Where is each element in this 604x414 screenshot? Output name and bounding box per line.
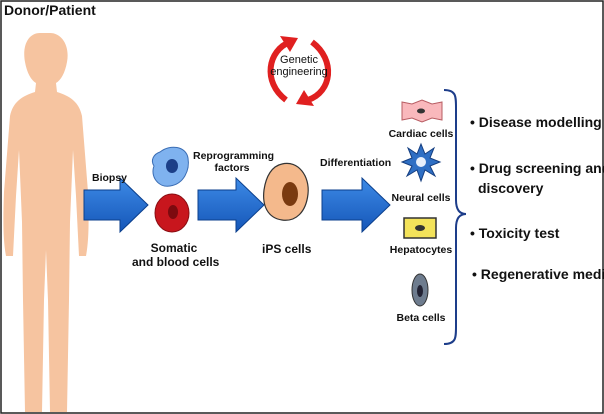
somatic-cells-line1: Somatic (150, 241, 198, 255)
application-regenerative-medicine: • Regenerative medicine (472, 266, 604, 282)
genetic-engineering-label: Genetic engineering (270, 54, 328, 78)
somatic-cells-line2: and blood cells (132, 255, 220, 269)
somatic-cells-label: Somatic and blood cells (132, 241, 220, 269)
biopsy-arrow (83, 176, 149, 234)
ips-cells-label: iPS cells (262, 242, 312, 256)
cycle-arrow-left (267, 39, 292, 103)
neural-cells-label: Neural cells (391, 192, 451, 204)
ips-cell-nucleus (282, 182, 298, 206)
application-discovery: discovery (478, 180, 544, 196)
differentiation-arrow (321, 176, 391, 234)
hepatocyte-nucleus (415, 225, 425, 231)
reprogramming-label: Reprogramming factors (193, 150, 275, 174)
reprogramming-label-line2: factors (214, 162, 250, 174)
donor-silhouette (3, 33, 89, 412)
cycle-arrowhead-right (296, 90, 314, 106)
beta-cells-label: Beta cells (396, 312, 446, 324)
neural-cell-center (416, 157, 426, 167)
beta-cell-nucleus (417, 285, 423, 297)
genetic-engineering-line2: engineering (270, 66, 328, 78)
somatic-cell-nucleus (166, 159, 178, 173)
reprogramming-label-line1: Reprogramming (193, 150, 275, 162)
blood-cell-center (168, 205, 178, 219)
differentiation-label: Differentiation (320, 157, 392, 169)
cycle-arrow-right (306, 39, 331, 103)
donor-patient-title: Donor/Patient (4, 2, 96, 18)
cycle-arrowhead-left (280, 36, 298, 52)
biopsy-label: Biopsy (92, 172, 128, 184)
application-drug-screening: • Drug screening and (470, 160, 604, 176)
applications-brace (443, 89, 467, 345)
application-disease-modelling: • Disease modelling (470, 114, 602, 130)
genetic-engineering-line1: Genetic (280, 54, 318, 66)
hepatocytes-label: Hepatocytes (389, 244, 453, 256)
cardiac-cell-nucleus (417, 108, 425, 114)
reprogramming-arrow (197, 176, 265, 234)
cardiac-cells-label: Cardiac cells (388, 128, 454, 140)
application-toxicity-test: • Toxicity test (470, 225, 560, 241)
